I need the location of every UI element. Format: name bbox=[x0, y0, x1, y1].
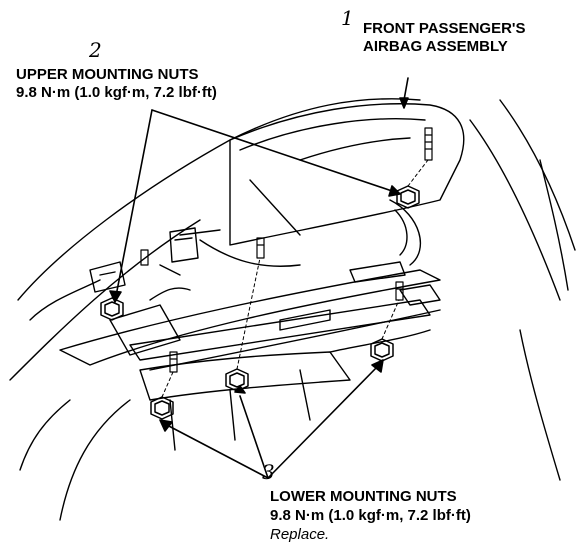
nut-upper-left-icon bbox=[100, 297, 124, 321]
stud-bolts bbox=[140, 127, 433, 373]
upper-nuts-label: UPPER MOUNTING NUTS bbox=[16, 66, 199, 83]
leader-airbag bbox=[399, 77, 409, 109]
nut-lower-left-icon bbox=[150, 396, 174, 420]
callout-number-1: 1 bbox=[341, 6, 354, 30]
leader-lower-nuts bbox=[159, 359, 384, 479]
nut-stud-guides bbox=[161, 159, 429, 398]
nut-lower-right-icon bbox=[370, 338, 394, 362]
lower-nuts-note: Replace. bbox=[270, 526, 330, 543]
lower-nuts-label: LOWER MOUNTING NUTS bbox=[270, 488, 457, 505]
dashboard-outline bbox=[9, 98, 576, 521]
airbag-assembly-body bbox=[179, 103, 465, 267]
nut-lower-middle-icon bbox=[225, 368, 249, 392]
airbag-label-line2: AIRBAG ASSEMBLY bbox=[363, 38, 508, 55]
nut-upper-right-icon bbox=[396, 185, 420, 209]
leader-upper-nuts bbox=[109, 109, 401, 303]
lower-bracket bbox=[139, 284, 441, 451]
callout-number-2: 2 bbox=[89, 38, 102, 62]
upper-nuts-torque: 9.8 N·m (1.0 kgf·m, 7.2 lbf·ft) bbox=[16, 84, 217, 101]
callout-number-3: 3 bbox=[262, 460, 275, 484]
airbag-label-line1: FRONT PASSENGER'S bbox=[363, 20, 526, 37]
lower-nuts-torque: 9.8 N·m (1.0 kgf·m, 7.2 lbf·ft) bbox=[270, 507, 471, 524]
wiring-harness bbox=[29, 227, 199, 321]
cross-bracket bbox=[59, 261, 441, 371]
